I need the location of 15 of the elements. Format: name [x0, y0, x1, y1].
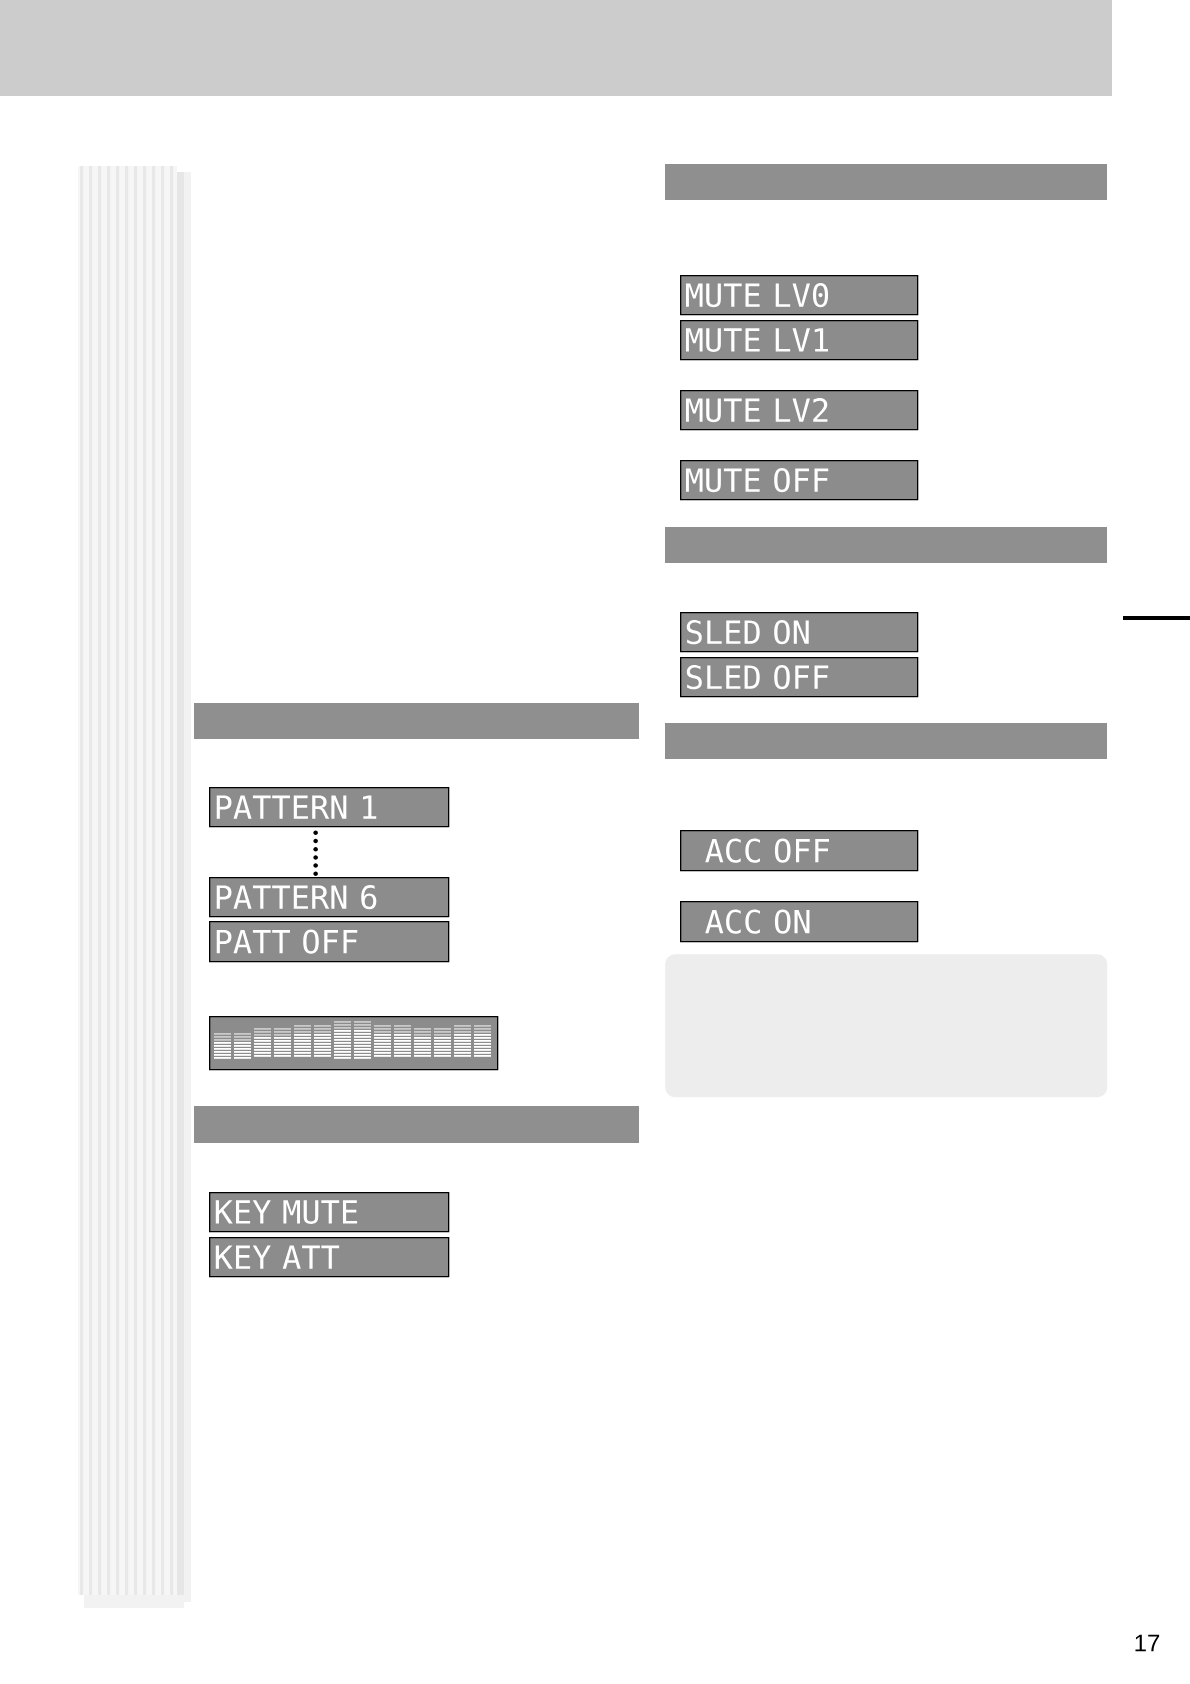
- lcd-display: PATTERN 6: [209, 877, 450, 918]
- lcd-display: KEY MUTE: [209, 1192, 450, 1233]
- lcd-display: MUTE LV0: [680, 275, 919, 316]
- lcd-display: ACC ON: [680, 901, 919, 943]
- lcd-display: PATTERN 1: [209, 787, 450, 828]
- dotted-line: [313, 830, 318, 877]
- lcd-display: SLED ON: [680, 612, 919, 653]
- lcd-display: KEY ATT: [209, 1237, 450, 1278]
- lcd-display: MUTE OFF: [680, 460, 919, 501]
- lcd-display: MUTE LV1: [680, 320, 919, 361]
- lcd-display: PATT OFF: [209, 921, 450, 963]
- lcd-display: MUTE LV2: [680, 390, 919, 431]
- lcd-display: SLED OFF: [680, 657, 919, 698]
- lcd-display: ACC OFF: [680, 830, 919, 872]
- page-number: 17: [1135, 1634, 1160, 1652]
